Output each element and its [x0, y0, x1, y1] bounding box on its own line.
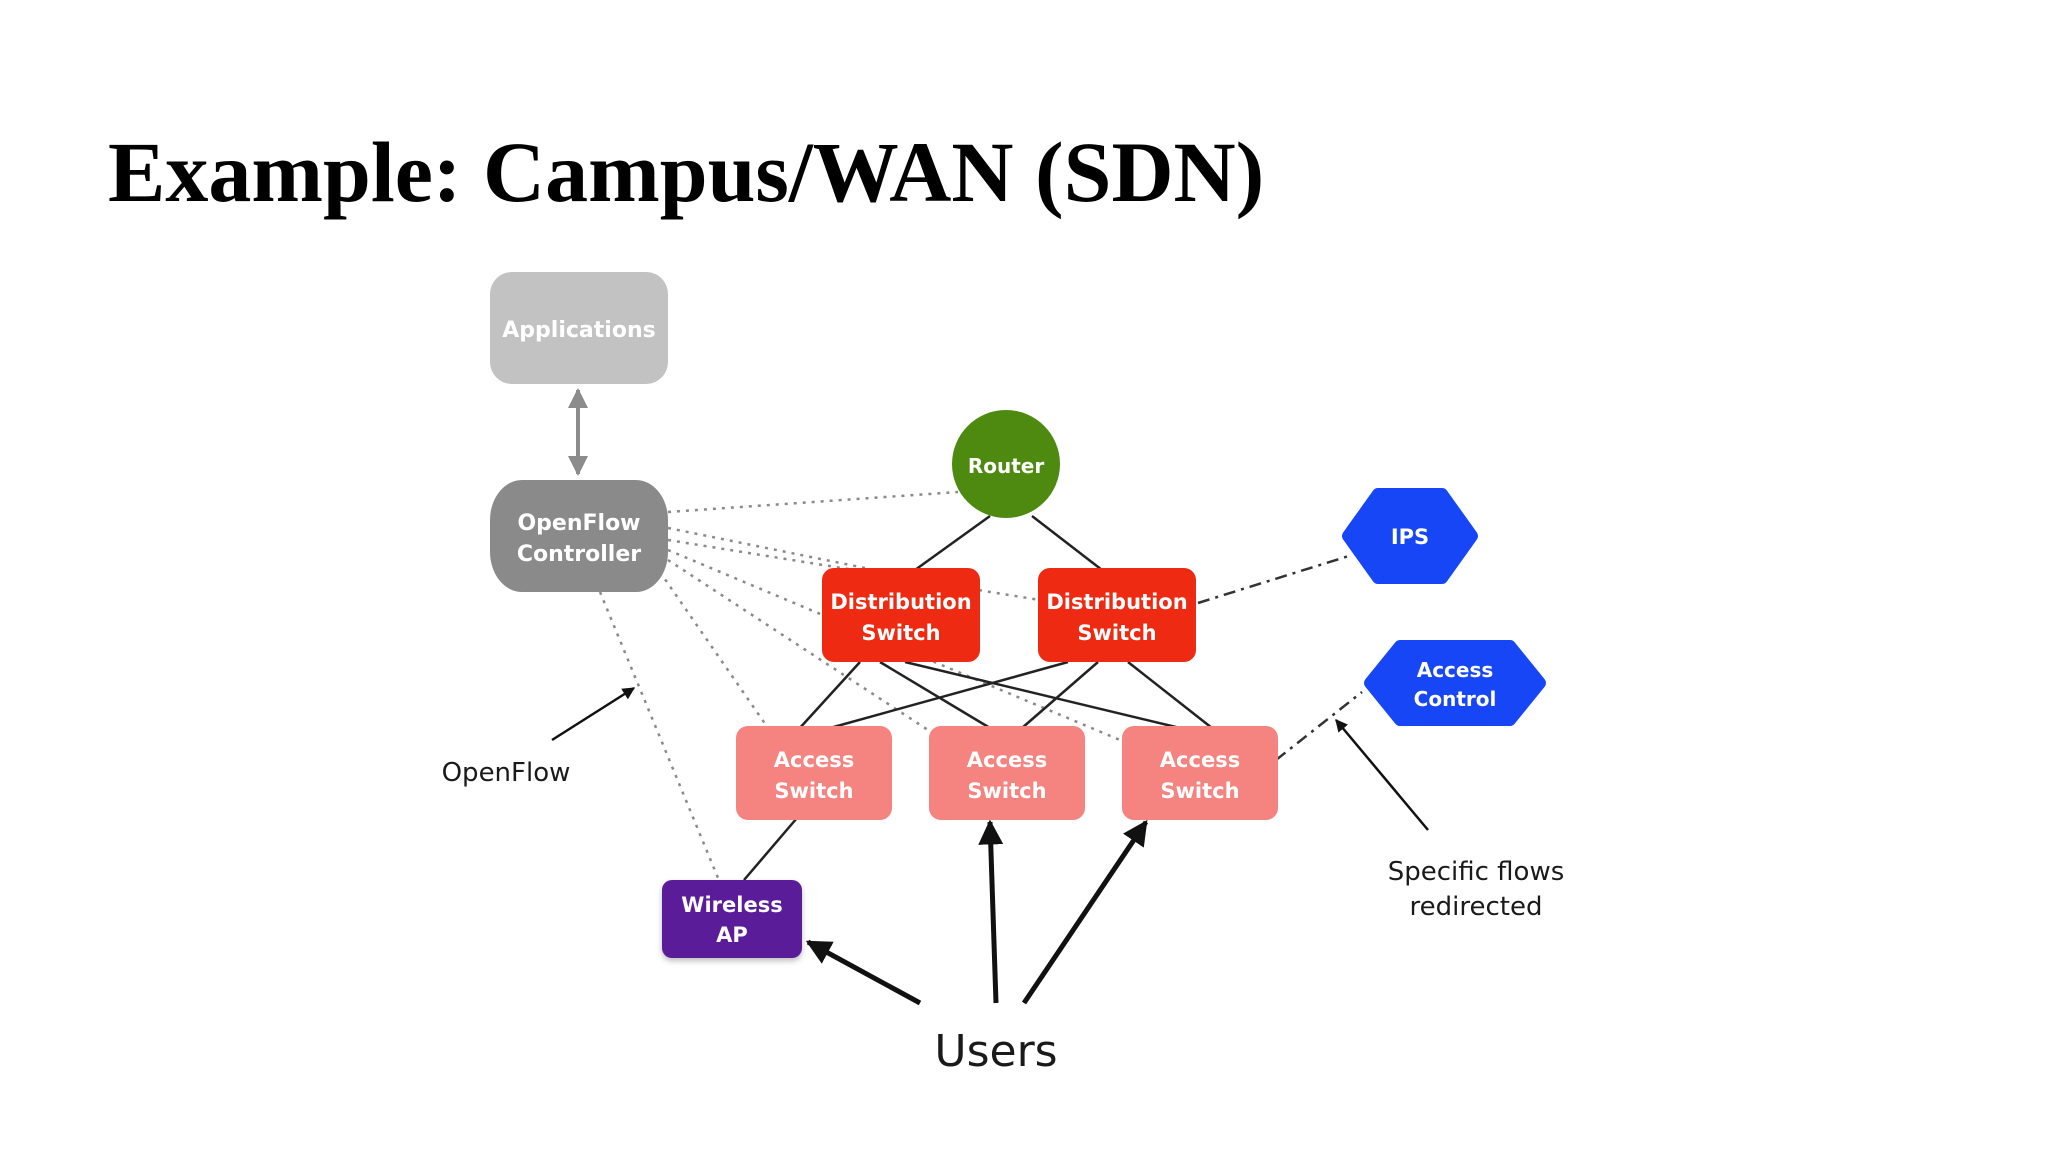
openflow-controller-node: OpenFlow Controller: [490, 480, 668, 592]
control-link-wireless: [598, 591, 720, 879]
ips-label: IPS: [1391, 525, 1429, 549]
specific-flows-annotation-arrow: [1335, 719, 1429, 831]
distribution-switch-1: Distribution Switch: [822, 568, 980, 662]
link-dist2-access2: [1021, 661, 1099, 729]
access-switch-2-line1: Access: [967, 748, 1047, 772]
distribution-switch-2-line2: Switch: [1077, 621, 1156, 645]
user-arrow-access2: [978, 819, 1004, 1004]
controller-label-line1: OpenFlow: [517, 511, 640, 536]
ips-node: IPS: [1342, 488, 1478, 584]
access-switch-1-line1: Access: [774, 748, 854, 772]
router-label: Router: [968, 454, 1045, 478]
applications-node: Applications: [490, 272, 668, 384]
openflow-label: OpenFlow: [442, 758, 571, 788]
link-access1-wireless: [743, 817, 798, 881]
link-dist1-access1: [797, 661, 861, 731]
wireless-ap-line2: AP: [716, 923, 748, 947]
openflow-control-links: [598, 490, 1121, 879]
access-switch-3-line2: Switch: [1160, 779, 1239, 803]
wireless-ap-node: Wireless AP: [662, 880, 802, 958]
controller-shape: [490, 480, 668, 592]
user-arrows: [805, 819, 1149, 1006]
user-arrow-access3: [1021, 819, 1149, 1005]
link-router-dist1: [914, 514, 991, 572]
openflow-annotation-arrow: [551, 686, 636, 742]
redirect-link-ips: [1197, 553, 1353, 605]
control-link-access1: [658, 571, 770, 729]
distribution-switch-2-shape: [1038, 568, 1196, 662]
control-link-access2: [667, 558, 929, 732]
access-switch-2-line2: Switch: [967, 779, 1046, 803]
router-node: Router: [952, 410, 1060, 518]
access-control-line1: Access: [1417, 658, 1494, 682]
access-switch-3: Access Switch: [1122, 726, 1278, 820]
access-switch-3-shape: [1122, 726, 1278, 820]
access-switch-1: Access Switch: [736, 726, 892, 820]
redirect-link-access-control: [1275, 691, 1363, 761]
access-switch-2-shape: [929, 726, 1085, 820]
wireless-ap-line1: Wireless: [681, 893, 782, 917]
link-dist2-access1: [829, 660, 1069, 730]
link-router-dist2: [1031, 515, 1103, 571]
physical-links: [743, 514, 1213, 881]
distribution-switch-1-line2: Switch: [861, 621, 940, 645]
applications-shape: [490, 272, 668, 384]
distribution-switch-2: Distribution Switch: [1038, 568, 1196, 662]
specific-flows-label-line2: redirected: [1410, 892, 1543, 922]
access-control-line2: Control: [1414, 687, 1497, 711]
router-shape: [952, 410, 1060, 518]
link-dist1-access2: [879, 660, 991, 730]
distribution-switch-1-line1: Distribution: [830, 590, 971, 614]
redirect-links: [1197, 553, 1363, 761]
control-link-dist1: [667, 526, 866, 570]
page-title: Example: Campus/WAN (SDN): [108, 124, 1265, 220]
distribution-switch-1-shape: [822, 568, 980, 662]
ips-shape: [1342, 488, 1478, 584]
link-dist1-access3: [904, 660, 1181, 730]
specific-flows-label-line1: Specific flows: [1388, 857, 1565, 887]
user-arrow-wireless: [805, 939, 922, 1006]
access-switch-1-line2: Switch: [774, 779, 853, 803]
users-label: Users: [934, 1026, 1057, 1077]
controller-label-line2: Controller: [517, 542, 641, 567]
access-switch-2: Access Switch: [929, 726, 1085, 820]
applications-label: Applications: [502, 318, 655, 343]
wireless-ap-shape: [662, 880, 802, 958]
access-switch-3-line1: Access: [1160, 748, 1240, 772]
access-switch-1-shape: [736, 726, 892, 820]
access-control-shape: [1364, 640, 1546, 726]
distribution-switch-2-line1: Distribution: [1046, 590, 1187, 614]
control-link-router: [667, 490, 959, 514]
access-control-node: Access Control: [1364, 640, 1546, 726]
link-dist2-access3: [1127, 661, 1213, 729]
